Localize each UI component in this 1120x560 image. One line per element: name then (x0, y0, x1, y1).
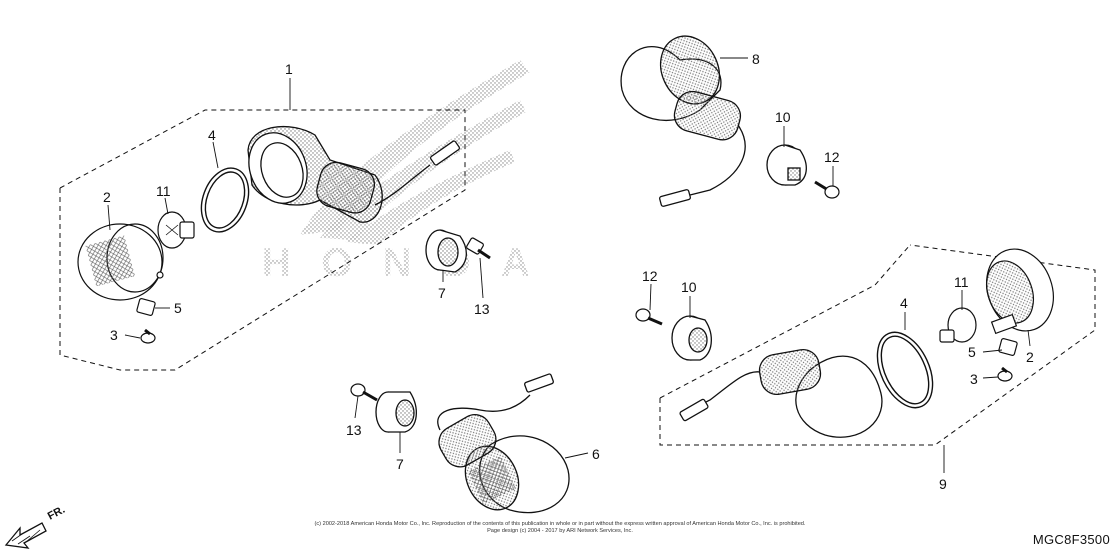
signal-assembly-part-8 (620, 35, 746, 207)
gasket-ring-part-4-left (200, 167, 250, 233)
callout-8: 8 (752, 51, 760, 67)
screw-part-13-bottom (350, 383, 378, 402)
screw-part-12-right (635, 308, 663, 326)
callout-11-right: 11 (954, 274, 969, 290)
clip-part-5-right (998, 338, 1018, 356)
honda-watermark-text: HONDA (262, 241, 542, 285)
gasket-ring-part-4-right (876, 331, 934, 409)
lens-part-2-left (77, 223, 164, 301)
callout-4-left: 4 (208, 127, 216, 143)
bulb-part-11-right (939, 307, 977, 343)
mount-nut-part-10-right (671, 315, 712, 361)
callout-13-left: 13 (474, 301, 490, 317)
callout-13-bottom: 13 (346, 422, 362, 438)
assembly-1-outline (59, 109, 466, 371)
callout-7-left: 7 (438, 285, 446, 301)
housing-part-9 (679, 348, 883, 438)
callout-9: 9 (939, 476, 947, 492)
callout-4-right: 4 (900, 295, 908, 311)
callout-10-top: 10 (775, 109, 791, 125)
front-direction-arrow: FR. (4, 504, 67, 549)
callout-3-left: 3 (110, 327, 118, 343)
housing-part-1 (247, 125, 461, 223)
copyright-line-2: Page design (c) 2004 - 2017 by ARI Netwo… (487, 528, 633, 534)
callout-5-right: 5 (968, 344, 976, 360)
mount-nut-part-7-bottom (375, 391, 417, 433)
callout-3-right: 3 (970, 371, 978, 387)
callout-1: 1 (285, 61, 293, 77)
callout-2-left: 2 (103, 189, 111, 205)
lens-part-2-right (986, 248, 1054, 335)
callout-7-bottom: 7 (396, 456, 404, 472)
assembly-9-outline (659, 244, 1096, 446)
callout-12-right: 12 (642, 268, 658, 284)
callout-2-right: 2 (1026, 349, 1034, 365)
screw-part-3-left (140, 328, 156, 344)
callout-labels: 1 2 11 4 5 3 7 13 8 10 12 12 10 4 11 2 5… (103, 51, 1034, 492)
copyright-notice: (c) 2002-2018 American Honda Motor Co., … (250, 521, 870, 535)
clip-part-5-left (136, 298, 156, 316)
leader-lines (107, 57, 1031, 473)
diagram-part-code: MGC8F3500 (1032, 532, 1110, 547)
screw-part-3-right (997, 366, 1013, 382)
screw-part-12-top (814, 180, 840, 199)
screw-part-13-left (466, 237, 491, 260)
mount-nut-part-7-left (425, 229, 467, 273)
callout-6: 6 (592, 446, 600, 462)
front-direction-label: FR. (46, 504, 67, 523)
bulb-part-11-left (157, 211, 195, 249)
callout-10-right: 10 (681, 279, 697, 295)
signal-assembly-part-6 (437, 373, 570, 514)
copyright-line-1: (c) 2002-2018 American Honda Motor Co., … (314, 521, 806, 527)
callout-12-top: 12 (824, 149, 840, 165)
mount-nut-part-10-top (766, 144, 807, 186)
callout-11-left: 11 (156, 183, 171, 199)
arrow-icon (4, 522, 47, 549)
callout-5-left: 5 (174, 300, 182, 316)
